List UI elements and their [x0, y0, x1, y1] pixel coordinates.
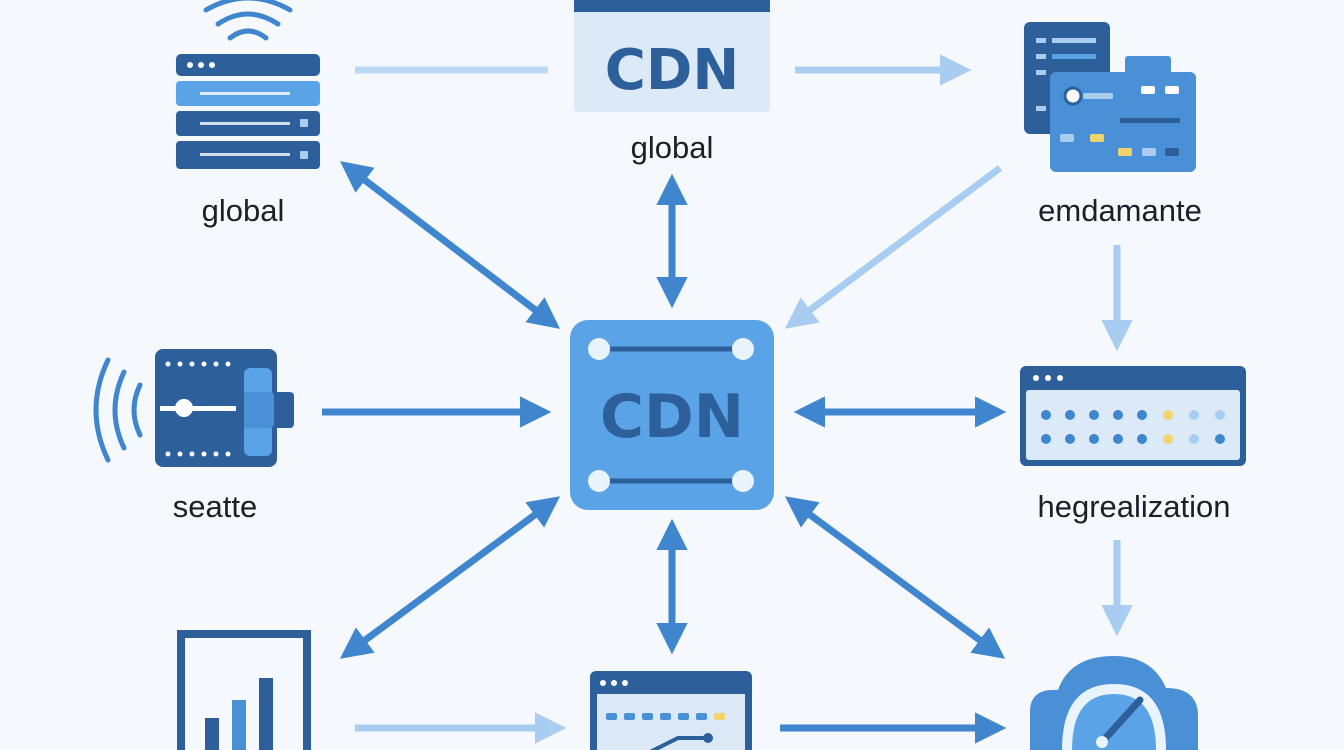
connectors — [322, 54, 1133, 744]
center-cdn-badge: CDN — [600, 382, 744, 452]
arrow-topleft-center — [339, 161, 561, 329]
wifi-server-icon — [176, 0, 320, 169]
node-label-top-center: global — [630, 130, 714, 165]
node-label-top-right: emdamante — [1038, 193, 1202, 228]
cdn-hub-icon: CDN — [570, 320, 774, 510]
cloud-gauge-icon — [1030, 656, 1198, 750]
node-label-top-left: global — [201, 193, 285, 228]
signal-device-icon — [93, 349, 294, 467]
arrow-topright-center — [784, 165, 1003, 329]
server-panel-icon — [1020, 366, 1246, 466]
arrow-center-bottomright — [784, 496, 1006, 659]
arrow-center-bottomleft — [339, 496, 561, 659]
bar-chart-icon — [177, 630, 311, 750]
node-label-middle-left: seatte — [172, 489, 258, 524]
browser-analytics-icon — [590, 671, 752, 750]
dashboard-windows-icon — [1024, 22, 1196, 172]
node-label-middle-right: hegrealization — [1037, 489, 1231, 524]
top-cdn-badge: CDN — [605, 38, 739, 103]
cdn-window-icon: CDN — [574, 0, 770, 112]
